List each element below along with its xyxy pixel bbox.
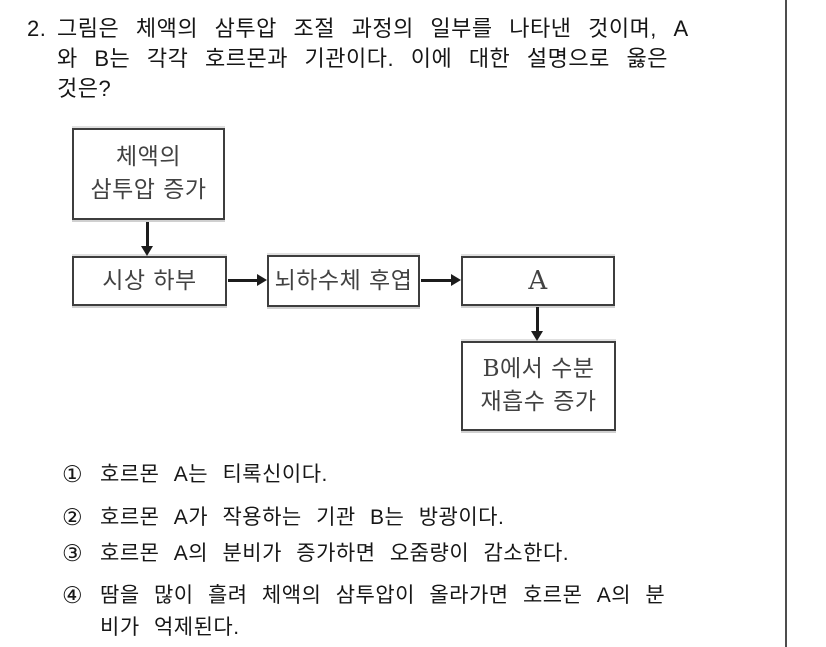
- hormone-a-box: A: [461, 256, 615, 306]
- question-text: 그림은 체액의 삼투압 조절 과정의 일부를 나타낸 것이며, A 와 B는 각…: [57, 14, 779, 104]
- option-2-marker: ②: [62, 504, 83, 530]
- arrow-hormone-a-to-organ-b: [536, 307, 539, 332]
- hypothalamus-box: 시상 하부: [72, 256, 227, 306]
- organ-b-box-label: 재흡수 증가: [480, 389, 597, 415]
- question-line: 것은?: [57, 76, 112, 101]
- posterior-pituitary-box: 뇌하수체 후엽: [267, 255, 420, 307]
- option-1-marker: ①: [62, 461, 83, 487]
- hypothalamus-box-label: 시상 하부: [102, 267, 197, 294]
- arrow-head-down-icon: [531, 331, 543, 341]
- stimulus-box-label: 삼투압 증가: [90, 177, 207, 203]
- arrow-stimulus-to-hypothalamus: [146, 222, 149, 247]
- organ-b-box: B에서 수분 재흡수 증가: [461, 341, 616, 431]
- stimulus-box-label: 체액의: [116, 144, 181, 170]
- question-number: 2.: [27, 16, 47, 41]
- arrow-pituitary-to-hormone-a: [421, 279, 452, 282]
- option-1[interactable]: ① 호르몬 A는 티록신이다.: [62, 459, 328, 491]
- question-line: 그림은 체액의 삼투압 조절 과정의 일부를 나타낸 것이며, A: [57, 16, 689, 41]
- question-line: 와 B는 각각 호르몬과 기관이다. 이에 대한 설명으로 옳은: [57, 46, 668, 71]
- option-2[interactable]: ② 호르몬 A가 작용하는 기관 B는 방광이다.: [62, 502, 504, 534]
- question-block: 2. 그림은 체액의 삼투압 조절 과정의 일부를 나타낸 것이며, A 와 B…: [27, 14, 779, 104]
- posterior-pituitary-box-label: 뇌하수체 후엽: [274, 267, 413, 294]
- organ-b-box-label: B에서 수분: [482, 356, 595, 382]
- stimulus-box: 체액의 삼투압 증가: [72, 128, 225, 220]
- arrow-hypothalamus-to-pituitary: [228, 279, 258, 282]
- arrow-head-right-icon: [257, 274, 267, 286]
- option-4[interactable]: ④ 땀을 많이 흘려 체액의 삼투압이 올라가면 호르몬 A의 분 비가 억제된…: [62, 580, 665, 644]
- option-3-text: 호르몬 A의 분비가 증가하면 오줌량이 감소한다.: [100, 542, 570, 565]
- option-2-text: 호르몬 A가 작용하는 기관 B는 방광이다.: [100, 506, 505, 529]
- option-3[interactable]: ③ 호르몬 A의 분비가 증가하면 오줌량이 감소한다.: [62, 538, 569, 570]
- option-4-marker: ④: [62, 582, 83, 608]
- arrow-head-right-icon: [451, 274, 461, 286]
- hormone-a-box-label: A: [528, 265, 548, 296]
- option-1-text: 호르몬 A는 티록신이다.: [100, 463, 328, 486]
- arrow-head-down-icon: [141, 246, 153, 256]
- option-3-marker: ③: [62, 540, 83, 566]
- option-4-text: 땀을 많이 흘려 체액의 삼투압이 올라가면 호르몬 A의 분 비가 억제된다.: [100, 584, 666, 639]
- column-divider-line: [785, 0, 787, 647]
